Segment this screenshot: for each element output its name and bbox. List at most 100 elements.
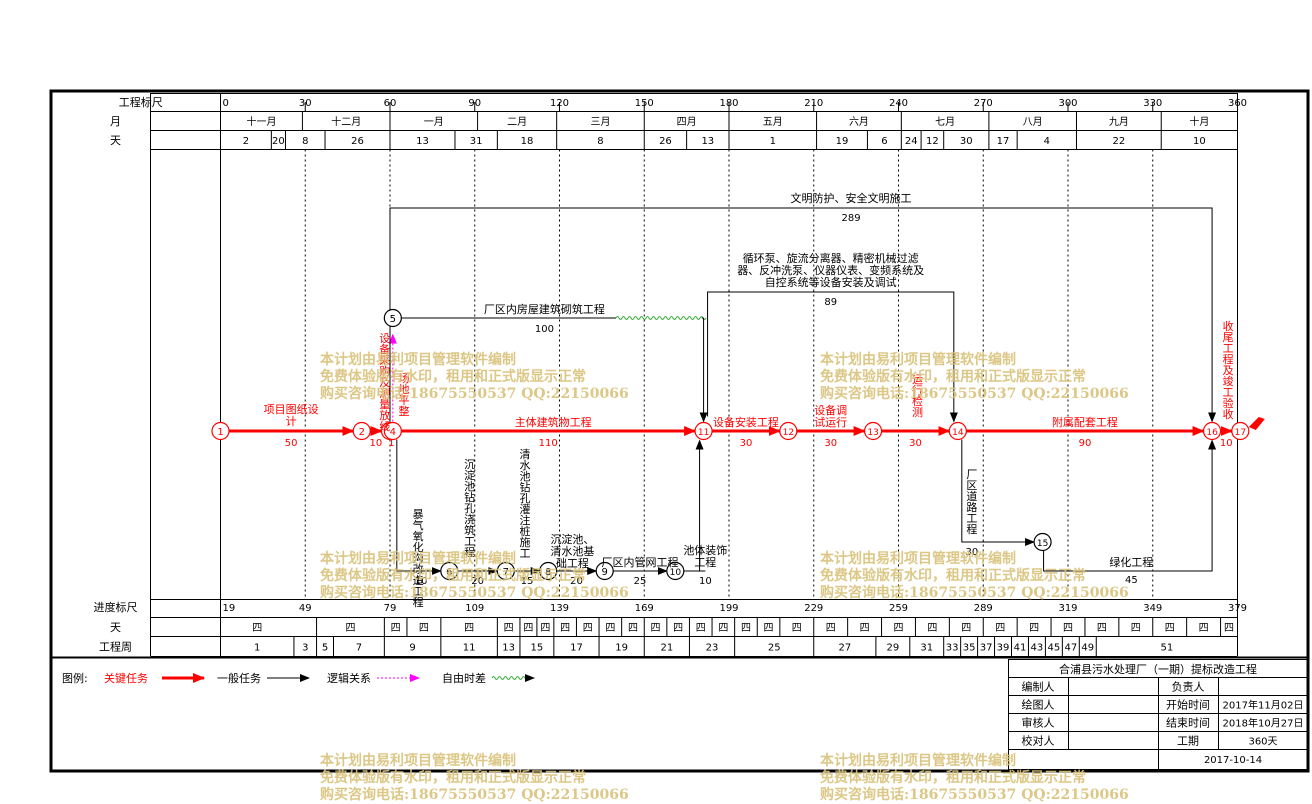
task-duration: 20 [471, 576, 484, 587]
week-cell: 21 [660, 643, 673, 654]
node-circle [1202, 421, 1222, 441]
progress-tick: 49 [299, 603, 312, 614]
task-duration: 30 [965, 547, 978, 558]
task-label-3-4: 场地平整 [399, 371, 410, 418]
char: 浇 [464, 513, 475, 526]
month-cell: 十一月 [246, 115, 276, 128]
weekday-cell: 四 [345, 623, 355, 634]
weekday-cell: 四 [504, 623, 514, 634]
watermark-line: 免费体验版有水印，租用和正式版显示正常 [820, 568, 1086, 584]
char: 改 [413, 562, 424, 576]
task-duration: 10 [370, 438, 383, 449]
day-cell: 13 [416, 136, 429, 147]
timescale-tick: 0 [223, 98, 229, 109]
task-label-4-6-text: 暴气氧化沟改造工程 [413, 508, 424, 609]
watermark-line: 购买咨询电话:18675550537 QQ:22150066 [820, 386, 1129, 402]
node-circle [595, 561, 614, 581]
node-number: 14 [952, 428, 964, 438]
char: 造 [413, 573, 424, 587]
char: 筑 [464, 523, 475, 537]
watermark-line: 购买咨询电话:18675550537 QQ:22150066 [820, 787, 1129, 803]
char: 沟 [413, 552, 424, 565]
node-circle [539, 561, 558, 581]
watermark-line: 本计划由易利项目管理软件编制 [320, 352, 516, 368]
node-circle [352, 421, 371, 441]
task-label-2-3-text: 设备采购及测量放线 [379, 332, 390, 433]
week-cell: 37 [980, 643, 993, 654]
weekday-cell: 四 [673, 623, 683, 634]
task-label-11-14a: 循环泵、旋流分离器、精密机械过滤 [743, 251, 919, 265]
char: 采 [379, 354, 390, 367]
weekday-cell: 四 [523, 623, 533, 634]
month-cell: 五月 [763, 116, 783, 128]
day-cell: 26 [659, 136, 672, 147]
week-cell: 33 [946, 643, 959, 654]
char: 程 [464, 546, 475, 559]
task-label: 设备安装工程 [713, 415, 779, 429]
week-cell: 25 [768, 643, 781, 654]
node-circle [383, 308, 402, 328]
month-cell: 六月 [849, 116, 869, 128]
weekday-cell: 四 [1029, 623, 1039, 634]
month-cell: 四月 [677, 116, 697, 128]
weekday-cell: 四 [540, 623, 550, 634]
char: 行 [912, 384, 923, 397]
char: 区 [966, 479, 977, 492]
task-duration: 25 [634, 576, 647, 587]
node-number: 10 [670, 568, 682, 578]
week-cell: 41 [1014, 643, 1027, 654]
day-cell: 13 [701, 136, 714, 147]
weekday-cell: 四 [464, 623, 474, 634]
watermark-block: 本计划由易利项目管理软件编制免费体验版有水印，租用和正式版显示正常购买咨询电话:… [820, 551, 1129, 602]
equipment-task-path [707, 291, 958, 423]
project-title: 合浦县污水处理厂（一期）提标改造工程 [1059, 662, 1257, 676]
char: 化 [413, 540, 424, 554]
info-value: 2018年10月27日 [1223, 717, 1304, 730]
char: 购 [379, 364, 390, 378]
watermark-block: 本计划由易利项目管理软件编制免费体验版有水印，租用和正式版显示正常购买咨询电话:… [820, 753, 1129, 804]
day-cell: 8 [302, 136, 308, 147]
day-cell: 17 [997, 136, 1010, 147]
info-value: 360天 [1248, 737, 1277, 748]
weekday-cell: 四 [1199, 623, 1209, 634]
char: 地 [399, 383, 410, 396]
char: 厂 [966, 468, 977, 481]
char: 淀 [464, 468, 475, 482]
node-circle [1231, 421, 1250, 441]
weekday-cell: 四 [764, 623, 774, 634]
day-cell: 20 [272, 136, 285, 147]
task-label-12-13b: 试运行 [814, 416, 847, 429]
task-label-16-17: 收尾工程及竣工验收 [1223, 319, 1234, 421]
weekday-cell: 四 [651, 623, 661, 634]
weekday-cell: 四 [1165, 623, 1175, 634]
watermark-line: 购买咨询电话:18675550537 QQ:22150066 [320, 386, 629, 402]
node-number: 1 [217, 427, 223, 438]
char: 氧 [413, 529, 424, 543]
weekday-cell: 四 [391, 623, 401, 634]
task-label-4-6: 暴气氧化沟改造工程 [413, 508, 424, 609]
day-cell: 31 [470, 136, 483, 147]
task-duration: 110 [539, 438, 558, 449]
watermark-line: 购买咨询电话:18675550537 QQ:22150066 [320, 585, 629, 601]
char: 工 [1223, 386, 1234, 399]
char: 工 [1223, 342, 1234, 355]
day-cell: 2 [243, 136, 249, 147]
task-duration: 15 [521, 576, 534, 587]
timescale-tick: 360 [1228, 98, 1247, 109]
task-duration: 50 [285, 438, 298, 449]
day-cell: 8 [597, 136, 603, 147]
task-label: 附属配套工程 [1052, 415, 1118, 429]
char: 孔 [520, 492, 531, 505]
progress-tick: 139 [550, 603, 569, 614]
char: 施 [520, 536, 531, 549]
node-number: 16 [1206, 428, 1218, 438]
progress-scale-label: 进度标尺 [94, 600, 138, 614]
task-label-14-15: 厂区道路工程 [966, 468, 977, 536]
task-label-6-7-text: 沉淀池钻孔浇筑工程 [464, 458, 475, 559]
weekday-cell: 四 [741, 623, 751, 634]
info-label: 审核人 [1022, 716, 1055, 730]
week-cell: 43 [1031, 643, 1044, 654]
char: 量 [379, 398, 390, 411]
task-label-8-9a: 沉淀池、 [550, 532, 594, 546]
char: 清 [520, 448, 531, 461]
